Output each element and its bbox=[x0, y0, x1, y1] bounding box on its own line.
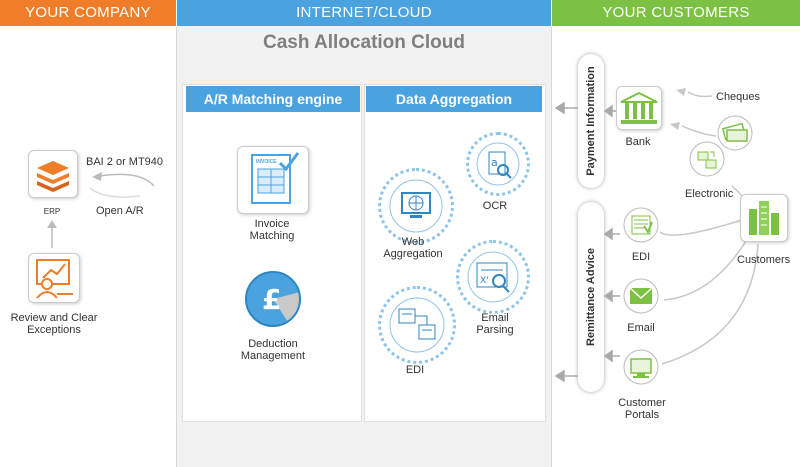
invoice-tag: INVOICE bbox=[256, 159, 277, 165]
erp-stack-icon bbox=[28, 150, 78, 198]
invoice-matching-icon: INVOICE bbox=[237, 146, 309, 214]
review-person-icon bbox=[28, 253, 80, 303]
review-label-1: Review and Clear bbox=[10, 312, 98, 324]
customers-label: Customers bbox=[737, 254, 791, 266]
bai-label: BAI 2 or MT940 bbox=[86, 156, 164, 168]
customers-buildings-icon bbox=[740, 194, 788, 242]
web-label-2: Aggregation bbox=[383, 248, 443, 260]
cheques-icon bbox=[716, 114, 754, 152]
header-your-company: YOUR COMPANY bbox=[0, 0, 176, 26]
web-aggregation-icon bbox=[378, 168, 454, 244]
data-aggregation-title: Data Aggregation bbox=[366, 86, 542, 112]
remittance-advice-pill: Remittance Advice bbox=[578, 202, 604, 392]
email-parsing-label-2: Parsing bbox=[476, 324, 514, 336]
svg-text:X': X' bbox=[480, 276, 489, 286]
header-internet-cloud: INTERNET/CLOUD bbox=[177, 0, 551, 26]
customer-portals-label-1: Customer bbox=[618, 397, 666, 409]
cheques-label: Cheques bbox=[716, 91, 761, 103]
header-your-customers: YOUR CUSTOMERS bbox=[552, 0, 800, 26]
edi-cloud-label: EDI bbox=[405, 364, 425, 376]
review-up-arrow bbox=[47, 220, 57, 248]
email-customer-icon bbox=[622, 277, 660, 315]
email-parsing-icon: X' bbox=[456, 240, 530, 314]
ocr-icon: a bbox=[466, 132, 530, 196]
deduction-label-2: Management bbox=[240, 350, 306, 362]
customer-portals-label-2: Portals bbox=[624, 409, 660, 421]
deduction-label-1: Deduction bbox=[248, 338, 298, 350]
cloud-title: Cash Allocation Cloud bbox=[263, 32, 465, 53]
edi-customer-label: EDI bbox=[631, 251, 651, 263]
divider-left bbox=[176, 26, 177, 467]
customer-portals-icon bbox=[622, 348, 660, 386]
matching-panel bbox=[182, 84, 362, 422]
web-label-1: Web bbox=[401, 236, 425, 248]
matching-engine-title: A/R Matching engine bbox=[186, 86, 360, 112]
electronic-icon bbox=[688, 140, 726, 178]
review-label-2: Exceptions bbox=[27, 324, 81, 336]
invoice-label-1: Invoice bbox=[254, 218, 290, 230]
edi-cloud-icon bbox=[378, 286, 456, 364]
svg-text:a: a bbox=[491, 156, 498, 169]
divider-right bbox=[551, 26, 552, 467]
erp-exchange-arrows bbox=[89, 172, 155, 198]
payment-information-pill: Payment Information bbox=[578, 54, 604, 188]
bank-icon bbox=[616, 86, 662, 130]
erp-label: ERP bbox=[43, 207, 61, 216]
edi-customer-icon bbox=[622, 206, 660, 244]
electronic-label: Electronic bbox=[685, 188, 734, 200]
ocr-label: OCR bbox=[482, 200, 508, 212]
customer-flow-arrows bbox=[554, 88, 759, 383]
open-ar-label: Open A/R bbox=[96, 205, 144, 217]
bank-label: Bank bbox=[625, 136, 651, 148]
invoice-label-2: Matching bbox=[249, 230, 295, 242]
pound-sign-icon: £ bbox=[244, 270, 302, 328]
email-customer-label: Email bbox=[627, 322, 655, 334]
email-parsing-label-1: Email bbox=[481, 312, 509, 324]
svg-text:£: £ bbox=[262, 283, 281, 316]
